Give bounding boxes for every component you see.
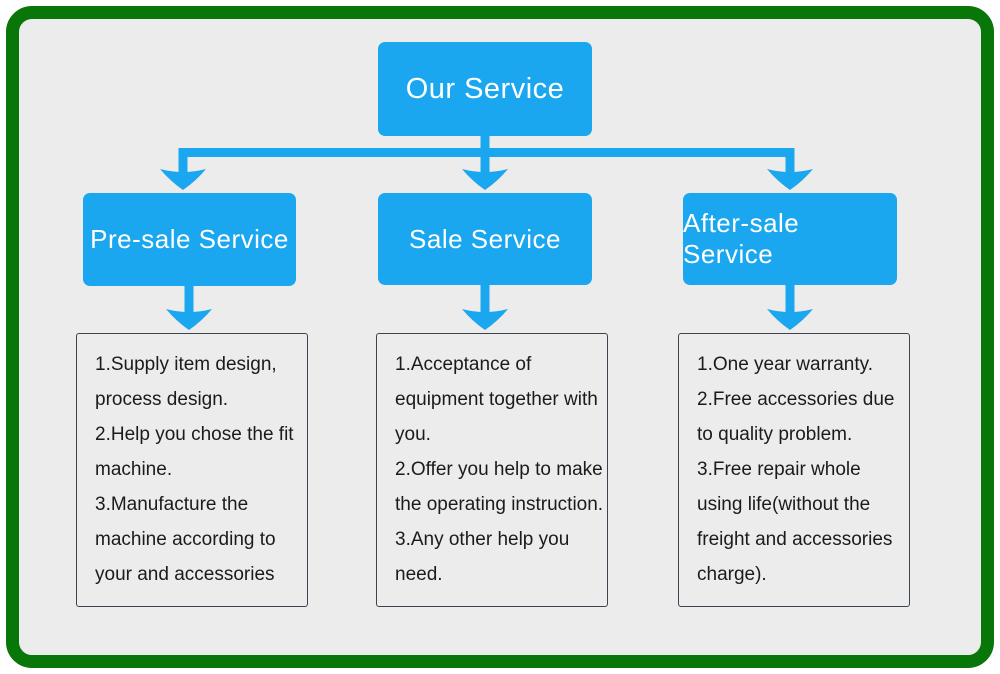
branch-node-pre-sale: Pre-sale Service [83,193,296,286]
detail-box-after-sale: 1.One year warranty. 2.Free accessories … [678,333,910,607]
branch-node-sale: Sale Service [378,193,592,285]
detail-box-sale: 1.Acceptance of equipment together with … [376,333,608,607]
detail-item: 1.Supply item design, process design. [95,354,277,410]
branch-node-label: Pre-sale Service [90,224,289,254]
detail-box-pre-sale: 1.Supply item design, process design. 2.… [76,333,308,607]
detail-item: 2.Free accessories due to quality proble… [697,389,895,445]
detail-item: 3.Manufacture the machine according to y… [95,494,276,585]
detail-item: 1.One year warranty. [697,354,874,375]
branch-node-label: Sale Service [409,223,561,254]
detail-item: 1.Acceptance of equipment together with … [395,354,598,445]
branch-node-after-sale: After-sale Service [683,193,897,285]
root-node-our-service: Our Service [378,42,592,136]
detail-item: 3.Free repair whole using life(without t… [697,459,893,585]
detail-item: 2.Help you chose the fit machine. [95,424,294,480]
root-node-label: Our Service [405,72,565,105]
branch-node-label: After-sale Service [683,208,800,269]
detail-item: 3.Any other help you need. [395,529,570,585]
detail-item: 2.Offer you help to make the operating i… [395,459,604,515]
